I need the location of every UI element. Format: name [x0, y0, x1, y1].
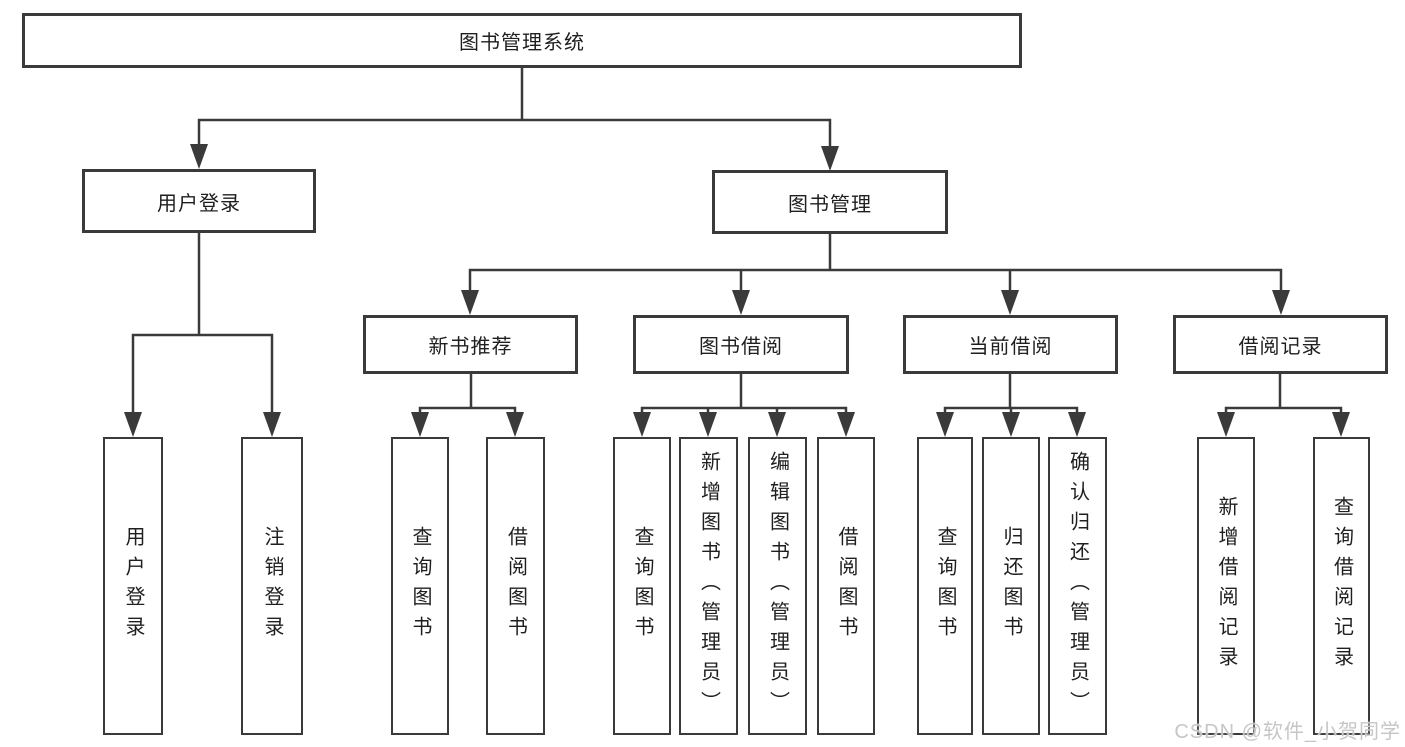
node-label: 查询借阅记录: [1330, 496, 1353, 676]
node-label: 用户登录: [157, 192, 241, 215]
node-label: 借阅图书: [835, 526, 857, 646]
node-label: 查询图书: [631, 526, 653, 646]
leaf-add-books-admin: 新增图书（管理员）: [679, 437, 738, 735]
node-label: 编辑图书（管理员）: [766, 451, 789, 721]
leaf-borrow-books: 借阅图书: [817, 437, 875, 735]
node-label: 查询图书: [934, 526, 956, 646]
leaf-user-login: 用户登录: [103, 437, 163, 735]
node-new-book-recommendation: 新书推荐: [363, 315, 578, 374]
leaf-return-books: 归还图书: [982, 437, 1040, 735]
node-label: 确认归还（管理员）: [1066, 451, 1089, 721]
node-user-login-group: 用户登录: [82, 169, 316, 233]
node-library-management-system: 图书管理系统: [22, 13, 1022, 68]
node-label: 图书管理系统: [459, 32, 585, 54]
node-label: 新增图书（管理员）: [697, 451, 720, 721]
watermark: CSDN @软件_小贺同学: [1174, 721, 1401, 743]
leaf-query-books: 查询图书: [917, 437, 973, 735]
node-label: 注销登录: [261, 526, 283, 646]
node-book-management: 图书管理: [712, 170, 948, 234]
node-label: 新书推荐: [428, 336, 513, 358]
node-borrowing-records: 借阅记录: [1173, 315, 1388, 374]
leaf-edit-books-admin: 编辑图书（管理员）: [748, 437, 807, 735]
leaf-confirm-return-admin: 确认归还（管理员）: [1048, 437, 1107, 735]
node-label: 图书借阅: [699, 336, 783, 358]
leaf-add-borrow-record: 新增借阅记录: [1197, 437, 1255, 735]
node-label: 当前借阅: [968, 336, 1053, 358]
leaf-logout: 注销登录: [241, 437, 303, 735]
node-book-borrowing: 图书借阅: [633, 315, 849, 374]
leaf-query-books: 查询图书: [391, 437, 449, 735]
node-label: 借阅图书: [504, 526, 527, 646]
node-label: 图书管理: [788, 193, 872, 216]
node-label: 查询图书: [409, 526, 431, 646]
leaf-query-borrow-record: 查询借阅记录: [1313, 437, 1370, 735]
node-label: 借阅记录: [1238, 336, 1323, 358]
node-label: 用户登录: [122, 526, 144, 646]
node-current-borrowing: 当前借阅: [903, 315, 1118, 374]
leaf-borrow-books: 借阅图书: [486, 437, 545, 735]
leaf-query-books: 查询图书: [613, 437, 671, 735]
node-label: 归还图书: [1000, 526, 1022, 646]
node-label: 新增借阅记录: [1215, 496, 1237, 676]
